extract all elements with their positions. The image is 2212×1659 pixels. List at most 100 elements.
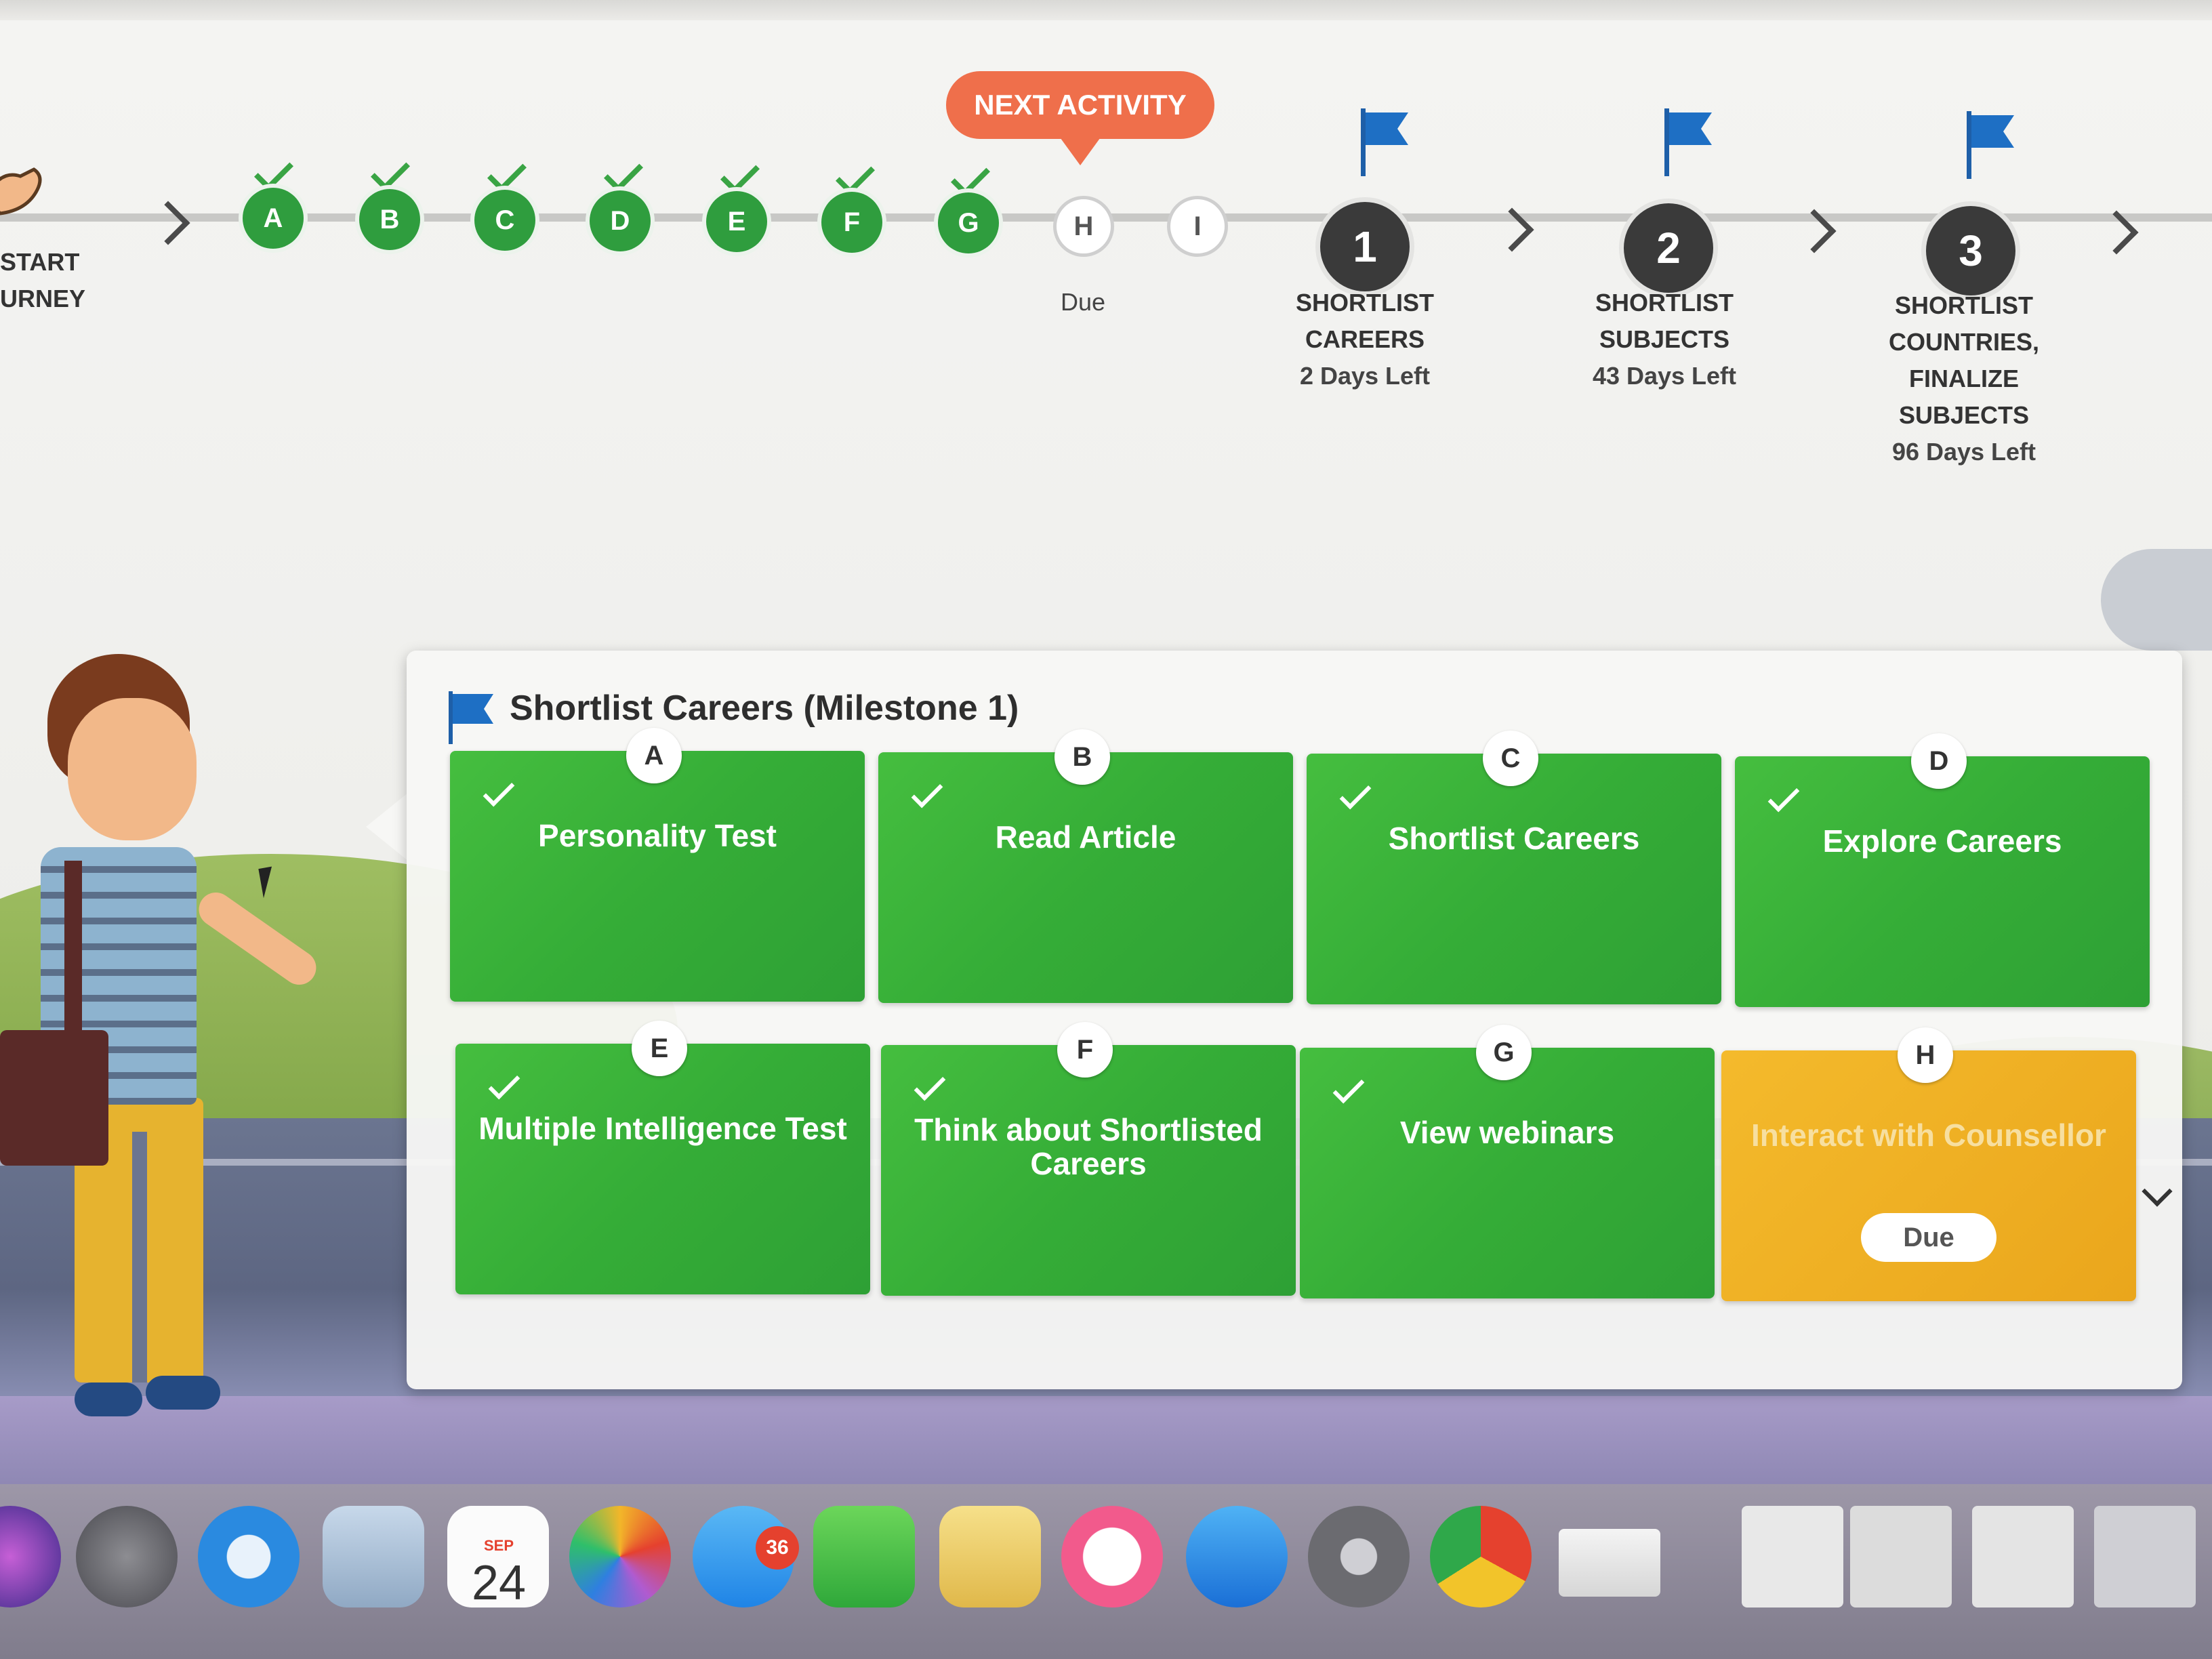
panel-title: Shortlist Careers (Milestone 1)	[510, 689, 1019, 728]
check-icon	[487, 153, 527, 192]
mail-icon[interactable]	[323, 1506, 424, 1607]
photos-icon[interactable]	[569, 1506, 671, 1607]
system-preferences-icon[interactable]	[1308, 1506, 1410, 1607]
milestone-1-label: SHORTLIST CAREERS 2 Days Left	[1263, 285, 1467, 394]
activity-h-status: Due	[1060, 288, 1106, 316]
document-icon[interactable]	[1742, 1506, 1843, 1607]
window-icon[interactable]	[1972, 1506, 2074, 1607]
activity-card-d[interactable]: D Explore Careers	[1735, 733, 2150, 1007]
check-icon	[604, 153, 643, 192]
activity-node-h[interactable]: H	[1053, 196, 1114, 257]
milestone-3-line: COUNTRIES,	[1888, 328, 2039, 356]
app-store-icon[interactable]	[1186, 1506, 1288, 1607]
activity-node-a[interactable]: A	[243, 188, 304, 249]
launchpad-icon[interactable]	[76, 1506, 178, 1607]
milestone-1-line: SHORTLIST	[1296, 289, 1434, 316]
check-icon	[951, 157, 990, 197]
activity-node-f[interactable]: F	[821, 192, 882, 253]
start-journey-label: START URNEY	[0, 244, 85, 317]
check-icon	[1332, 1071, 1365, 1104]
character-leg-gap	[132, 1132, 147, 1382]
card-letter-badge: D	[1911, 733, 1967, 789]
check-icon	[371, 152, 410, 191]
stack-icon[interactable]	[1850, 1506, 1952, 1607]
activity-card-g[interactable]: G View webinars	[1300, 1025, 1715, 1298]
card-letter-badge: H	[1898, 1027, 1953, 1083]
milestone-2-line: SUBJECTS	[1599, 325, 1730, 353]
chrome-icon[interactable]	[1430, 1506, 1532, 1607]
road-edge	[0, 1396, 2212, 1484]
milestone-3-line: SUBJECTS	[1898, 401, 2030, 429]
card-title: Multiple Intelligence Test	[478, 1111, 847, 1146]
next-activity-callout: NEXT ACTIVITY	[946, 71, 1214, 139]
music-icon[interactable]	[1061, 1506, 1163, 1607]
calendar-day: 24	[471, 1556, 527, 1610]
check-icon	[914, 1069, 946, 1101]
milestone-3-label: SHORTLIST COUNTRIES, FINALIZE SUBJECTS 9…	[1862, 287, 2066, 470]
milestone-1-line: CAREERS	[1305, 325, 1425, 353]
card-title: View webinars	[1399, 1115, 1615, 1150]
character-bag-strap	[64, 861, 82, 1037]
activity-card-h[interactable]: H Interact with Counsellor Due	[1721, 1027, 2136, 1301]
calendar-icon[interactable]	[447, 1506, 549, 1607]
card-title: Read Article	[995, 819, 1176, 855]
panel-pointer	[366, 793, 408, 861]
milestone-3-days-left: 96 Days Left	[1891, 438, 2036, 466]
activity-node-g[interactable]: G	[938, 192, 999, 253]
activity-node-e[interactable]: E	[706, 191, 767, 252]
activity-card-f[interactable]: F Think about Shortlisted Careers	[881, 1022, 1296, 1296]
check-icon	[836, 156, 875, 195]
activity-card-e[interactable]: E Multiple Intelligence Test	[455, 1021, 870, 1294]
milestone-3-line: SHORTLIST	[1895, 291, 2033, 319]
card-title: Explore Careers	[1822, 823, 2062, 859]
start-label-line-1: START	[0, 248, 80, 276]
character-bag	[0, 1030, 108, 1166]
hand-icon	[0, 167, 42, 216]
timeline-arrow-icon	[146, 201, 190, 245]
activity-card-b[interactable]: B Read Article	[878, 729, 1293, 1003]
notes-icon[interactable]	[939, 1506, 1041, 1607]
check-icon	[1767, 780, 1800, 813]
check-icon	[488, 1067, 520, 1100]
activity-node-b[interactable]: B	[359, 189, 420, 250]
journey-scene: START URNEY A B C D E F G H I NEXT ACTIV…	[0, 20, 2212, 1484]
card-letter-badge: G	[1476, 1025, 1532, 1080]
milestone-2-label: SHORTLIST SUBJECTS 43 Days Left	[1563, 285, 1766, 394]
milestone-1-node[interactable]: 1	[1320, 202, 1410, 291]
card-title: Personality Test	[538, 818, 777, 853]
milestone-1-days-left: 2 Days Left	[1299, 362, 1431, 390]
finder-window-icon[interactable]	[1559, 1529, 1660, 1597]
activity-node-c[interactable]: C	[474, 190, 535, 251]
cloud-decoration	[2101, 549, 2212, 651]
flag-icon	[449, 691, 493, 744]
facetime-icon[interactable]	[813, 1506, 915, 1607]
activity-card-a[interactable]: A Personality Test	[450, 728, 865, 1002]
flag-icon	[1361, 108, 1408, 176]
flag-icon	[1664, 108, 1712, 176]
card-title: Think about Shortlisted Careers	[914, 1112, 1263, 1181]
milestone-3-line: FINALIZE	[1909, 365, 2019, 392]
character-shoe	[75, 1382, 142, 1416]
card-letter-badge: A	[626, 728, 682, 783]
card-letter-badge: F	[1057, 1022, 1113, 1078]
activity-node-i[interactable]: I	[1167, 196, 1228, 257]
card-title: Interact with Counsellor	[1751, 1118, 2106, 1153]
activity-node-d[interactable]: D	[590, 190, 651, 251]
activity-card-c[interactable]: C Shortlist Careers	[1307, 731, 1721, 1004]
check-icon	[1339, 777, 1372, 810]
safari-icon[interactable]	[198, 1506, 300, 1607]
check-icon	[911, 776, 943, 808]
messages-badge: 36	[756, 1526, 799, 1570]
milestone-3-node[interactable]: 3	[1926, 206, 2015, 295]
card-letter-badge: B	[1054, 729, 1110, 785]
calendar-month: SEP	[483, 1537, 514, 1554]
card-title: Shortlist Careers	[1388, 821, 1640, 856]
due-button[interactable]: Due	[1861, 1213, 1996, 1262]
character-shoe	[146, 1376, 220, 1410]
milestone-2-node[interactable]: 2	[1624, 203, 1713, 293]
milestone-2-line: SHORTLIST	[1595, 289, 1734, 316]
check-icon	[720, 155, 760, 194]
trash-icon[interactable]	[2094, 1506, 2196, 1607]
check-icon	[483, 775, 515, 807]
character-face	[68, 698, 197, 840]
